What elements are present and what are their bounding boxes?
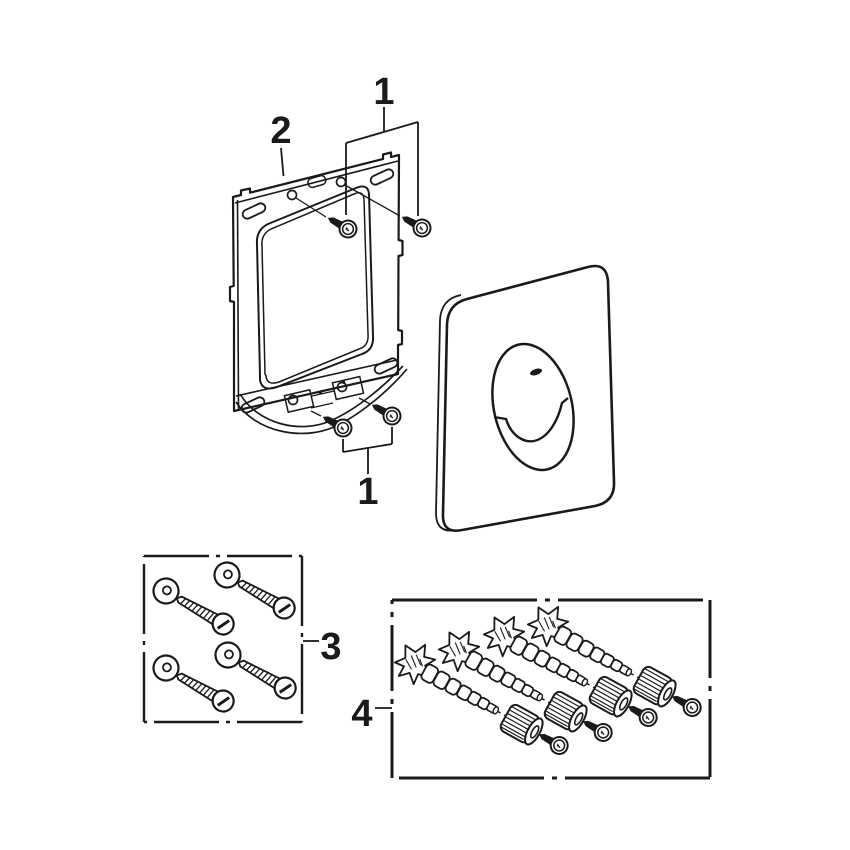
frame-bottom-bracket — [283, 375, 365, 414]
fixing-screws — [295, 184, 435, 441]
callout-label-2: 2 — [270, 110, 291, 152]
parts-box-4: 4 — [351, 598, 712, 780]
parts-box-4-border — [390, 598, 712, 780]
parts-box-3: 3 — [142, 554, 342, 724]
flush-plate-body — [441, 264, 616, 532]
parts-box-3-border — [142, 554, 304, 724]
frame-opening-collar — [255, 185, 375, 390]
callout-label-3: 3 — [320, 626, 341, 668]
callout-label-4: 4 — [351, 693, 372, 735]
callout-bottom-screws: 1 — [342, 427, 393, 513]
flush-button-small — [493, 397, 569, 443]
callout-label-1-bottom: 1 — [357, 471, 378, 513]
frame-screw-holes — [286, 176, 348, 406]
flush-button-large — [491, 342, 575, 472]
frame-corner-slots — [240, 168, 399, 414]
frame-outline — [228, 151, 404, 413]
brand-logo-mark — [530, 368, 542, 376]
mounting-frame — [228, 151, 408, 435]
callout-top-screws: 1 — [345, 71, 419, 216]
fixing-screw-bottom-left — [317, 408, 356, 441]
callout-frame: 2 — [270, 110, 292, 177]
fixing-screw-top-right — [396, 208, 435, 241]
callout-label-1-top: 1 — [373, 71, 394, 113]
flush-plate — [435, 264, 616, 532]
frame-top-tab — [307, 174, 327, 189]
